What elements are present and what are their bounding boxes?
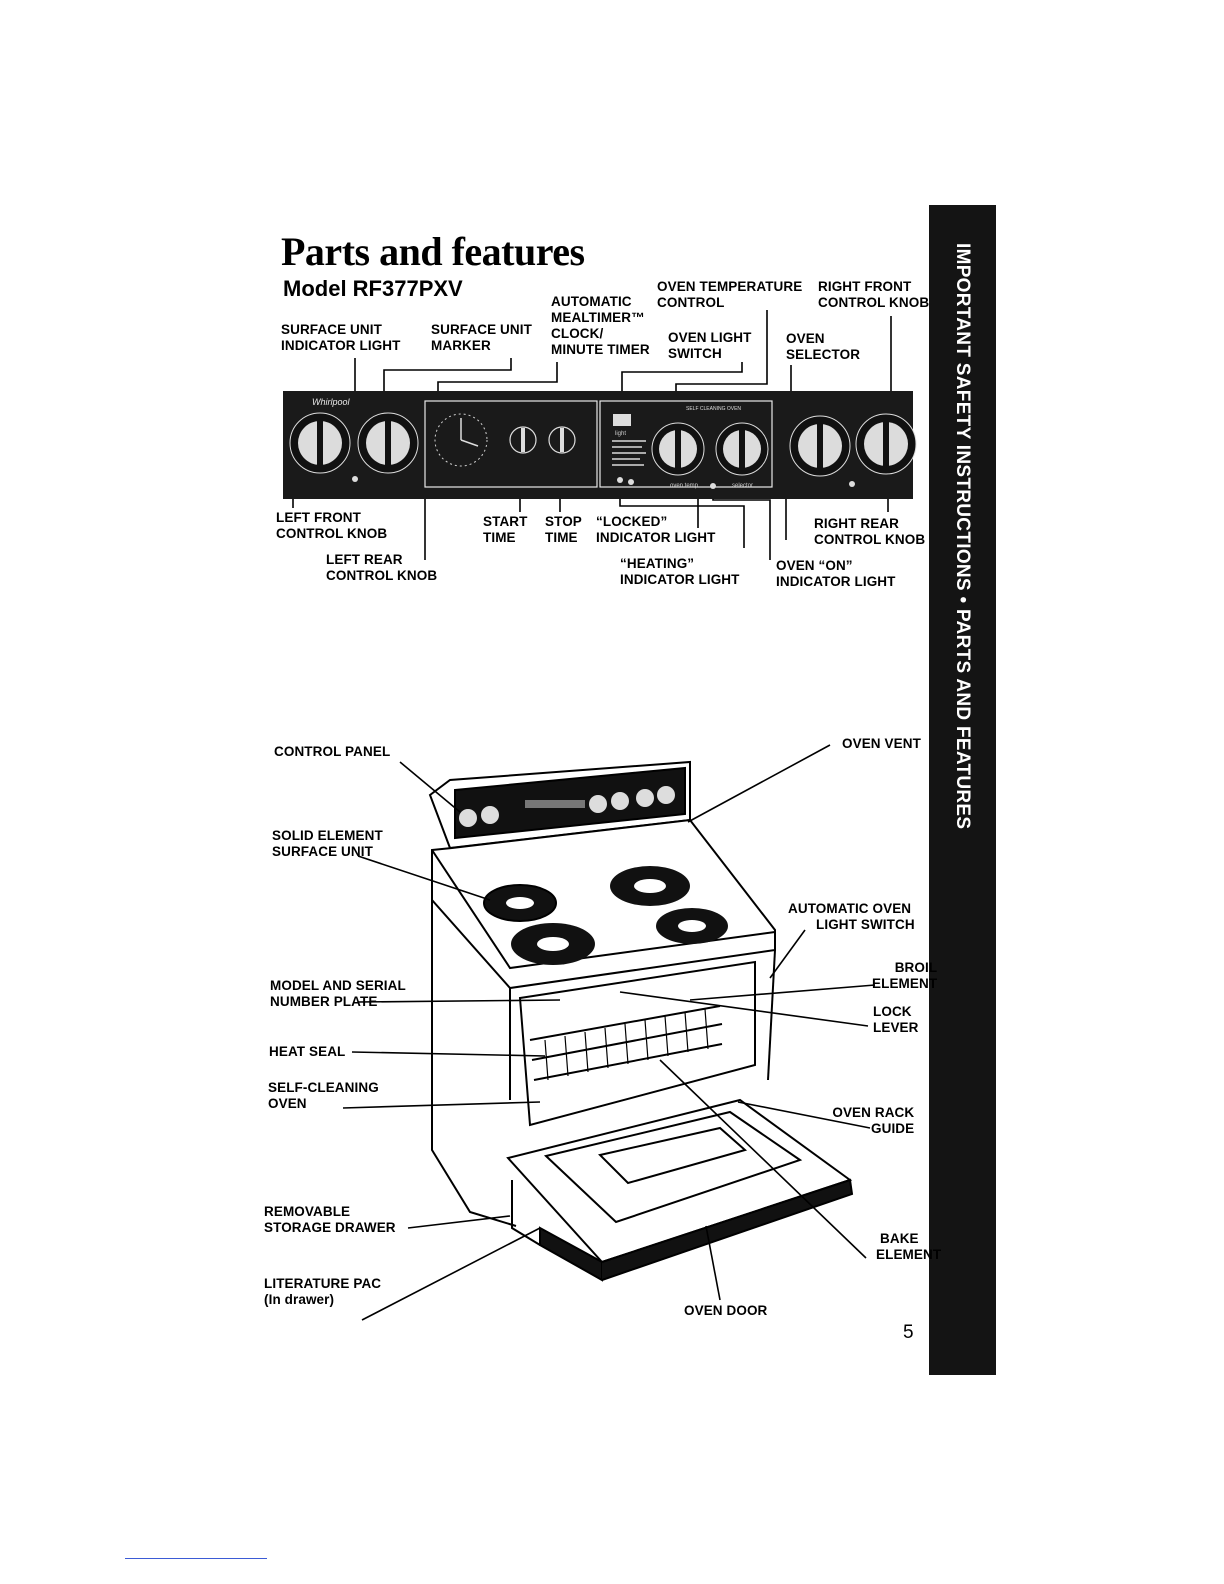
label-oven-door: OVEN DOOR — [684, 1303, 768, 1318]
surface-unit-indicator-light-icon — [352, 476, 358, 482]
start-time-knob-icon — [509, 426, 537, 454]
stop-time-knob-icon — [548, 426, 576, 454]
oven-on-indicator-light-icon — [710, 483, 716, 489]
self-cleaning-label: SELF CLEANING OVEN — [686, 406, 741, 412]
label-control-panel: CONTROL PANEL — [274, 744, 391, 759]
oven-light-switch-icon — [613, 414, 631, 426]
range-outline — [428, 760, 854, 1282]
label-literature-pac: LITERATURE PAC(In drawer) — [264, 1276, 382, 1307]
page-title: Parts and features — [281, 229, 585, 274]
label-oven-on-indicator-light: OVEN “ON”INDICATOR LIGHT — [776, 558, 896, 589]
model-number: Model RF377PXV — [283, 276, 463, 301]
surface-units — [483, 866, 728, 965]
left-rear-knob-icon — [357, 412, 419, 474]
section-sidebar-tab — [929, 205, 996, 1375]
right-rear-knob-icon — [789, 415, 851, 477]
label-heat-seal: HEAT SEAL — [269, 1044, 346, 1059]
oven-selector-knob-icon — [715, 422, 769, 476]
panel-brand: Whirlpool — [312, 397, 351, 407]
oven-temperature-knob-icon — [651, 422, 705, 476]
left-front-knob-icon — [289, 412, 351, 474]
range-leader-lines — [342, 744, 876, 1321]
heating-indicator-light-icon — [628, 479, 634, 485]
page-number: 5 — [903, 1322, 914, 1343]
mealtimer-clock-icon — [434, 413, 488, 467]
label-heating-indicator-light: “HEATING”INDICATOR LIGHT — [620, 556, 740, 587]
selector-text: selector — [732, 483, 753, 489]
right-front-knob-icon — [855, 413, 917, 475]
label-locked-indicator-light: “LOCKED”INDICATOR LIGHT — [596, 514, 716, 545]
oven-temp-text: oven temp — [670, 483, 699, 489]
light-switch-text: light — [615, 431, 626, 437]
locked-indicator-light-icon — [617, 477, 623, 483]
label-oven-vent: OVEN VENT — [842, 736, 921, 751]
footer-rule — [125, 1558, 267, 1559]
